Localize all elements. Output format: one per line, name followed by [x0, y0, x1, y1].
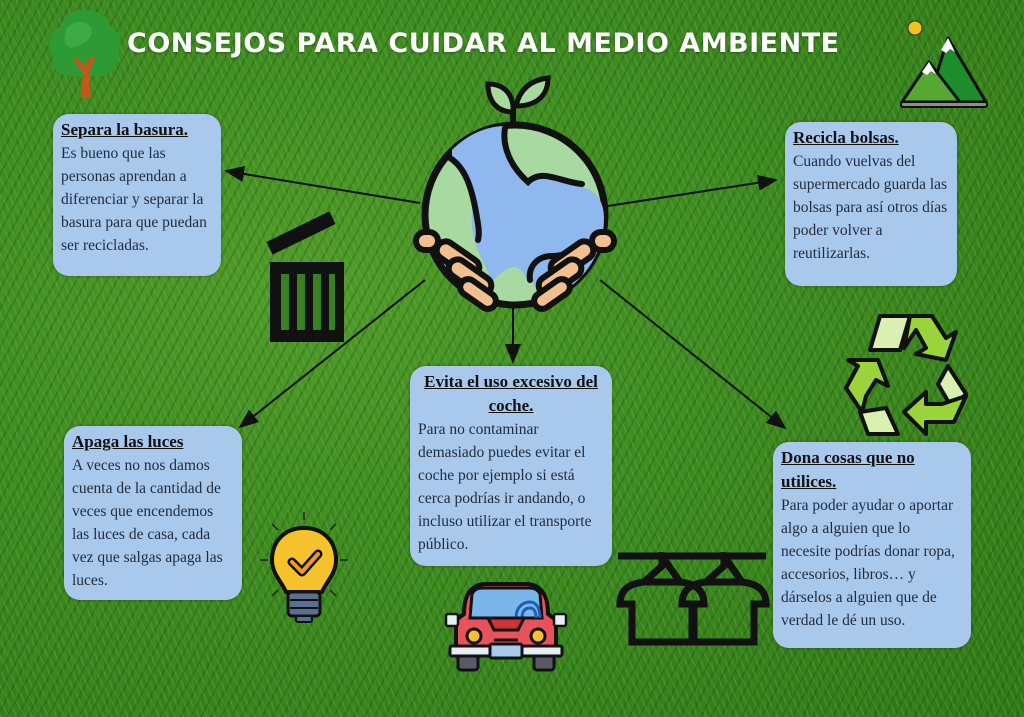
arrow-to-recicla [607, 174, 778, 207]
arrow-to-dona [599, 279, 787, 430]
arrow-to-separa [224, 166, 421, 204]
tip-body: A veces no nos damos cuenta de la cantid… [72, 457, 223, 589]
tip-heading: Recicla bolsas. [793, 128, 899, 147]
tip-body: Es bueno que las personas aprendan a dif… [61, 145, 207, 254]
arrow-to-apaga [238, 279, 426, 429]
tip-heading: Dona cosas que no utilices. [781, 448, 915, 491]
trash-bin-icon [266, 211, 344, 342]
tip-card-dona-cosas: Dona cosas que no utilices. Para poder a… [773, 442, 971, 648]
mountains-sun-icon [900, 20, 988, 108]
tip-body: Para poder ayudar o aportar algo a algui… [781, 497, 955, 629]
tip-card-recicla-bolsas: Recicla bolsas. Cuando vuelvas del super… [785, 122, 957, 286]
tip-heading: Evita el uso excesivo del coche. [424, 372, 598, 415]
tip-heading: Separa la basura. [61, 120, 189, 139]
tip-card-apaga-luces: Apaga las luces A veces no nos damos cue… [64, 426, 242, 600]
recycle-icon [844, 314, 968, 436]
tip-body: Cuando vuelvas del supermercado guarda l… [793, 153, 948, 262]
earth-in-hands-with-sprout-icon [413, 75, 617, 312]
tree-icon [49, 10, 121, 98]
tip-heading: Apaga las luces [72, 432, 184, 451]
tip-body: Para no contaminar demasiado puedes evit… [418, 421, 592, 553]
tip-card-separa-basura: Separa la basura. Es bueno que las perso… [53, 114, 221, 276]
tip-card-evita-coche: Evita el uso excesivo del coche. Para no… [410, 366, 612, 566]
car-icon [444, 582, 568, 672]
page-title: CONSEJOS PARA CUIDAR AL MEDIO AMBIENTE [127, 28, 840, 59]
light-bulb-check-icon [260, 512, 348, 623]
clothes-hanger-icon [616, 552, 770, 646]
